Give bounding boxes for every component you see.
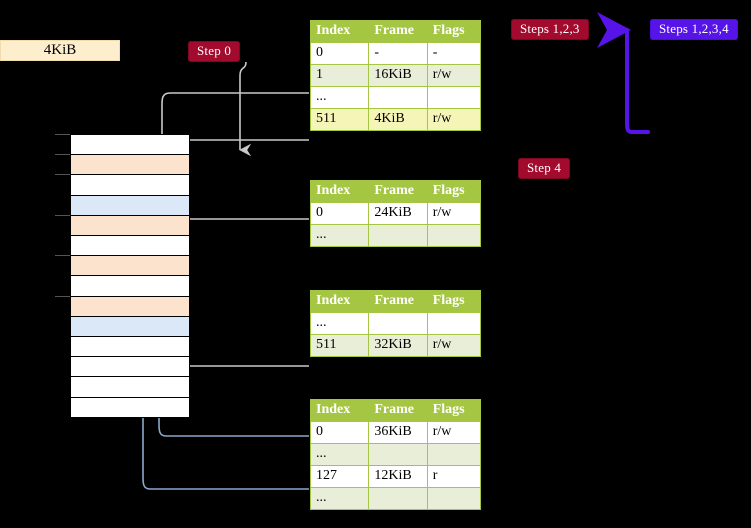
col-header-index: Index bbox=[309, 180, 370, 203]
col-header-index: Index bbox=[309, 399, 370, 422]
memory-tick bbox=[55, 174, 70, 176]
cell-frame: 16KiB bbox=[368, 64, 428, 87]
memory-tick bbox=[55, 154, 70, 156]
cell-index: 0 bbox=[309, 421, 370, 444]
cell-frame bbox=[368, 487, 428, 510]
cell-index: 0 bbox=[309, 202, 370, 225]
memory-block[interactable] bbox=[70, 194, 190, 216]
memory-block[interactable] bbox=[70, 134, 190, 156]
memory-block[interactable] bbox=[70, 154, 190, 176]
memory-block[interactable] bbox=[70, 174, 190, 196]
col-header-index: Index bbox=[309, 290, 370, 313]
cell-frame bbox=[368, 312, 428, 335]
cell-index: ... bbox=[309, 443, 370, 466]
col-header-index: Index bbox=[309, 20, 370, 43]
col-header-frame: Frame bbox=[368, 180, 428, 203]
steps123-badge: Steps 1,2,3 bbox=[511, 19, 589, 40]
table-row[interactable]: ... bbox=[309, 224, 482, 247]
page-table-0: Index Frame Flags 0 - - 1 16KiB r/w ... bbox=[309, 20, 482, 131]
table-row[interactable]: ... bbox=[309, 86, 482, 109]
cell-index: 0 bbox=[309, 42, 370, 65]
page-table-2: Index Frame Flags ... 511 32KiB r/w bbox=[309, 290, 482, 357]
memory-block[interactable] bbox=[70, 255, 190, 277]
cell-frame: 4KiB bbox=[368, 108, 428, 131]
col-header-flags: Flags bbox=[426, 180, 482, 203]
cell-flags: r/w bbox=[426, 64, 482, 87]
table-header-row: Index Frame Flags bbox=[309, 399, 482, 422]
cell-flags bbox=[426, 224, 482, 247]
cell-index: ... bbox=[309, 487, 370, 510]
memory-tick bbox=[55, 134, 70, 135]
cell-frame bbox=[368, 443, 428, 466]
cell-flags bbox=[426, 443, 482, 466]
cell-flags: - bbox=[426, 42, 482, 65]
table-row[interactable]: 0 - - bbox=[309, 42, 482, 65]
table-row[interactable]: 127 12KiB r bbox=[309, 465, 482, 488]
table-header-row: Index Frame Flags bbox=[309, 180, 482, 203]
col-header-frame: Frame bbox=[368, 290, 428, 313]
cell-index: 511 bbox=[309, 334, 370, 357]
cell-index: 511 bbox=[309, 108, 370, 131]
table-row[interactable]: 511 4KiB r/w bbox=[309, 108, 482, 131]
cell-flags: r/w bbox=[426, 202, 482, 225]
table-row[interactable]: 511 32KiB r/w bbox=[309, 334, 482, 357]
cell-flags bbox=[426, 487, 482, 510]
cell-index: 127 bbox=[309, 465, 370, 488]
size-label-box: 4KiB bbox=[0, 40, 120, 61]
memory-block[interactable] bbox=[70, 275, 190, 297]
col-header-frame: Frame bbox=[368, 399, 428, 422]
memory-tick bbox=[55, 255, 70, 257]
col-header-flags: Flags bbox=[426, 399, 482, 422]
col-header-frame: Frame bbox=[368, 20, 428, 43]
cell-frame: - bbox=[368, 42, 428, 65]
memory-block[interactable] bbox=[70, 235, 190, 257]
page-table-3: Index Frame Flags 0 36KiB r/w ... 127 12… bbox=[309, 399, 482, 510]
cell-flags bbox=[426, 86, 482, 109]
step4-badge: Step 4 bbox=[518, 158, 571, 179]
memory-block[interactable] bbox=[70, 295, 190, 317]
memory-block[interactable] bbox=[70, 336, 190, 358]
cell-index: ... bbox=[309, 312, 370, 335]
cell-frame bbox=[368, 86, 428, 109]
col-header-flags: Flags bbox=[426, 290, 482, 313]
cell-frame: 36KiB bbox=[368, 421, 428, 444]
memory-block[interactable] bbox=[70, 356, 190, 378]
memory-block[interactable] bbox=[70, 396, 190, 418]
memory-block[interactable] bbox=[70, 315, 190, 337]
cell-frame bbox=[368, 224, 428, 247]
cell-flags bbox=[426, 312, 482, 335]
table-row[interactable]: 0 24KiB r/w bbox=[309, 202, 482, 225]
cell-flags: r/w bbox=[426, 334, 482, 357]
memory-tick bbox=[55, 295, 70, 297]
cell-flags: r bbox=[426, 465, 482, 488]
step0-badge: Step 0 bbox=[188, 41, 241, 62]
cell-index: ... bbox=[309, 224, 370, 247]
table-header-row: Index Frame Flags bbox=[309, 290, 482, 313]
table-header-row: Index Frame Flags bbox=[309, 20, 482, 43]
memory-block[interactable] bbox=[70, 376, 190, 398]
cell-index: 1 bbox=[309, 64, 370, 87]
table-row[interactable]: ... bbox=[309, 312, 482, 335]
table-row[interactable]: ... bbox=[309, 487, 482, 510]
cell-frame: 32KiB bbox=[368, 334, 428, 357]
memory-block[interactable] bbox=[70, 214, 190, 236]
memory-tick bbox=[55, 214, 70, 216]
cell-frame: 12KiB bbox=[368, 465, 428, 488]
table-row[interactable]: ... bbox=[309, 443, 482, 466]
table-row[interactable]: 0 36KiB r/w bbox=[309, 421, 482, 444]
steps1234-badge: Steps 1,2,3,4 bbox=[650, 19, 738, 40]
table-row[interactable]: 1 16KiB r/w bbox=[309, 64, 482, 87]
cell-frame: 24KiB bbox=[368, 202, 428, 225]
cell-flags: r/w bbox=[426, 108, 482, 131]
page-table-1: Index Frame Flags 0 24KiB r/w ... bbox=[309, 180, 482, 247]
col-header-flags: Flags bbox=[426, 20, 482, 43]
cell-index: ... bbox=[309, 86, 370, 109]
cell-flags: r/w bbox=[426, 421, 482, 444]
